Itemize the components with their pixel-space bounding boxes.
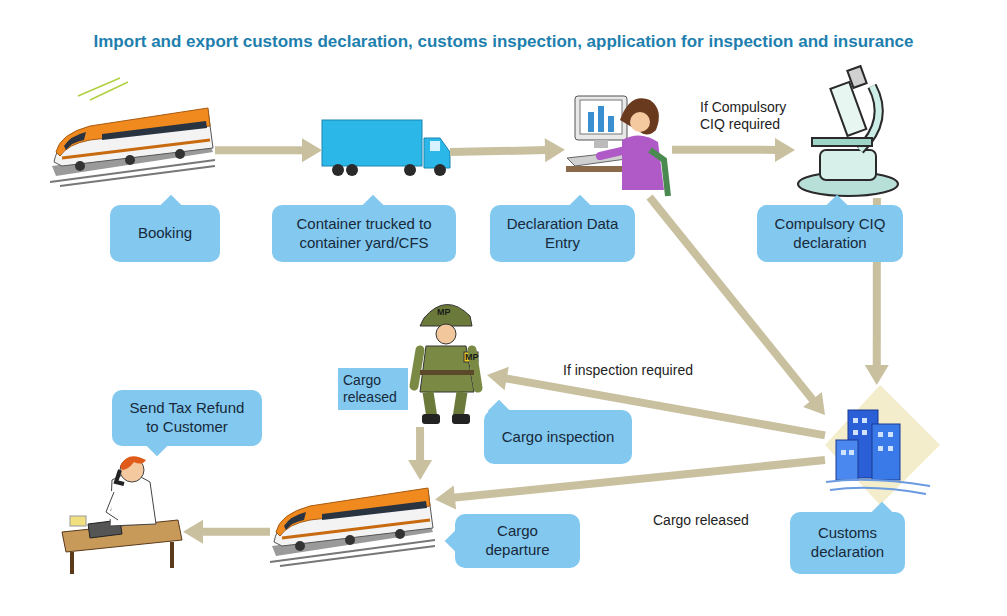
callout-bubble: Cargo departure [455,514,580,568]
step-node: Booking [50,100,215,185]
step-node: Compulsory CIQ declaration [795,68,900,198]
step-label: Customs declaration [800,524,895,562]
callout-bubble: Booking [110,205,220,262]
arrow-head [435,486,456,510]
edge-label: Cargo released [650,511,765,530]
callout-bubble: Send Tax Refund to Customer [112,390,262,446]
arrow-shaft [672,146,777,154]
callout-bubble: Container trucked to container yard/CFS [272,205,456,262]
flow-arrow [408,427,432,480]
arrow-head [775,138,795,162]
bubble-tail [487,400,510,423]
bubble-tail [445,529,468,552]
bubble-text: Customs declaration [800,524,895,562]
arrow-head [302,138,322,162]
bubble-text: Booking [138,224,192,243]
arrow-shaft [450,150,547,152]
flow-arrow [215,138,322,162]
bubble-tail [871,502,894,525]
flow-arrow [435,460,825,509]
bubble-tail [362,195,385,218]
edge-label: If Compulsory CIQ required [697,98,801,134]
flow-arrow [183,520,270,544]
step-label: Declaration Data Entry [500,215,625,253]
bubble-tail [146,434,169,457]
callout-bubble: Customs declaration [790,512,905,574]
arrow-head [487,367,509,391]
bubble-text: Send Tax Refund to Customer [122,399,252,437]
step-node: Cargo departure [270,480,435,565]
step-label: Booking [138,224,192,243]
bubble-text: Cargo departure [465,522,570,560]
diagram-title: Import and export customs declaration, c… [0,32,1007,52]
bubble-tail [569,195,592,218]
flow-arrow [450,138,565,162]
arrow-head [183,520,203,544]
edge-label-box: Cargo released [338,368,408,410]
arrow-shaft [201,528,270,536]
step-label: Compulsory CIQ declaration [767,215,893,253]
step-node: Container trucked to container yard/CFS [322,118,450,180]
arrow-shaft [215,146,304,154]
arrow-head [803,392,825,415]
callout-bubble: Cargo inspection [484,410,632,464]
callout-bubble: Declaration Data Entry [490,205,635,262]
arrow-head [865,365,889,385]
step-label: Cargo departure [465,522,570,560]
step-label: Cargo inspection [502,428,615,447]
step-label: Send Tax Refund to Customer [122,399,252,437]
callout-bubble: Compulsory CIQ declaration [757,205,903,262]
bubble-text: Compulsory CIQ declaration [767,215,893,253]
bubble-text: Cargo inspection [502,428,615,447]
bubble-tail [826,195,849,218]
arrow-shaft [453,460,825,498]
step-node: Send Tax Refund to Customer [58,455,183,575]
bubble-tail [159,195,182,218]
bubble-text: Declaration Data Entry [500,215,625,253]
step-label: Container trucked to container yard/CFS [282,215,446,253]
arrow-head [545,138,565,162]
step-node: Declaration Data Entry [565,92,672,197]
insignia-text: MP [465,353,479,362]
edge-label: If inspection required [560,361,720,380]
insignia-text: MP [437,308,451,317]
step-node: Customs declaration [825,385,940,505]
arrow-shaft [416,427,424,462]
bubble-text: Container trucked to container yard/CFS [282,215,446,253]
arrow-head [408,460,432,480]
flow-arrow [672,138,795,162]
